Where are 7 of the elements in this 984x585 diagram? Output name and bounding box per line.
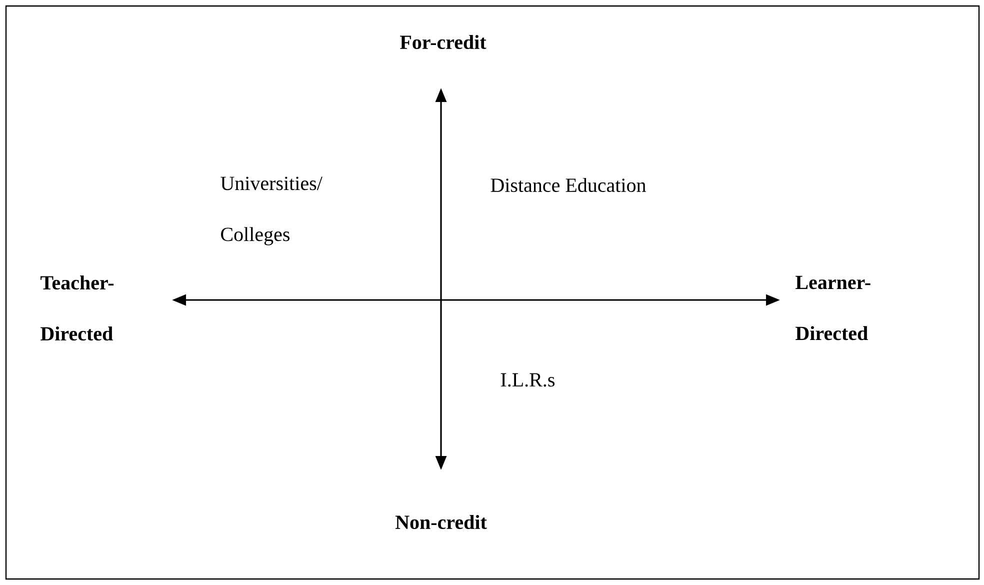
quadrant-label: Universities/ Colleges bbox=[220, 176, 322, 246]
axis-label: Teacher- Directed bbox=[40, 275, 114, 341]
quadrant-label: I.L.R.s bbox=[500, 373, 554, 387]
quadrant-label: Distance Education bbox=[490, 178, 646, 192]
axis-label: Non-credit bbox=[395, 514, 487, 530]
axis-label: For-credit bbox=[400, 34, 486, 50]
axis-label: Learner- Directed bbox=[796, 276, 870, 340]
